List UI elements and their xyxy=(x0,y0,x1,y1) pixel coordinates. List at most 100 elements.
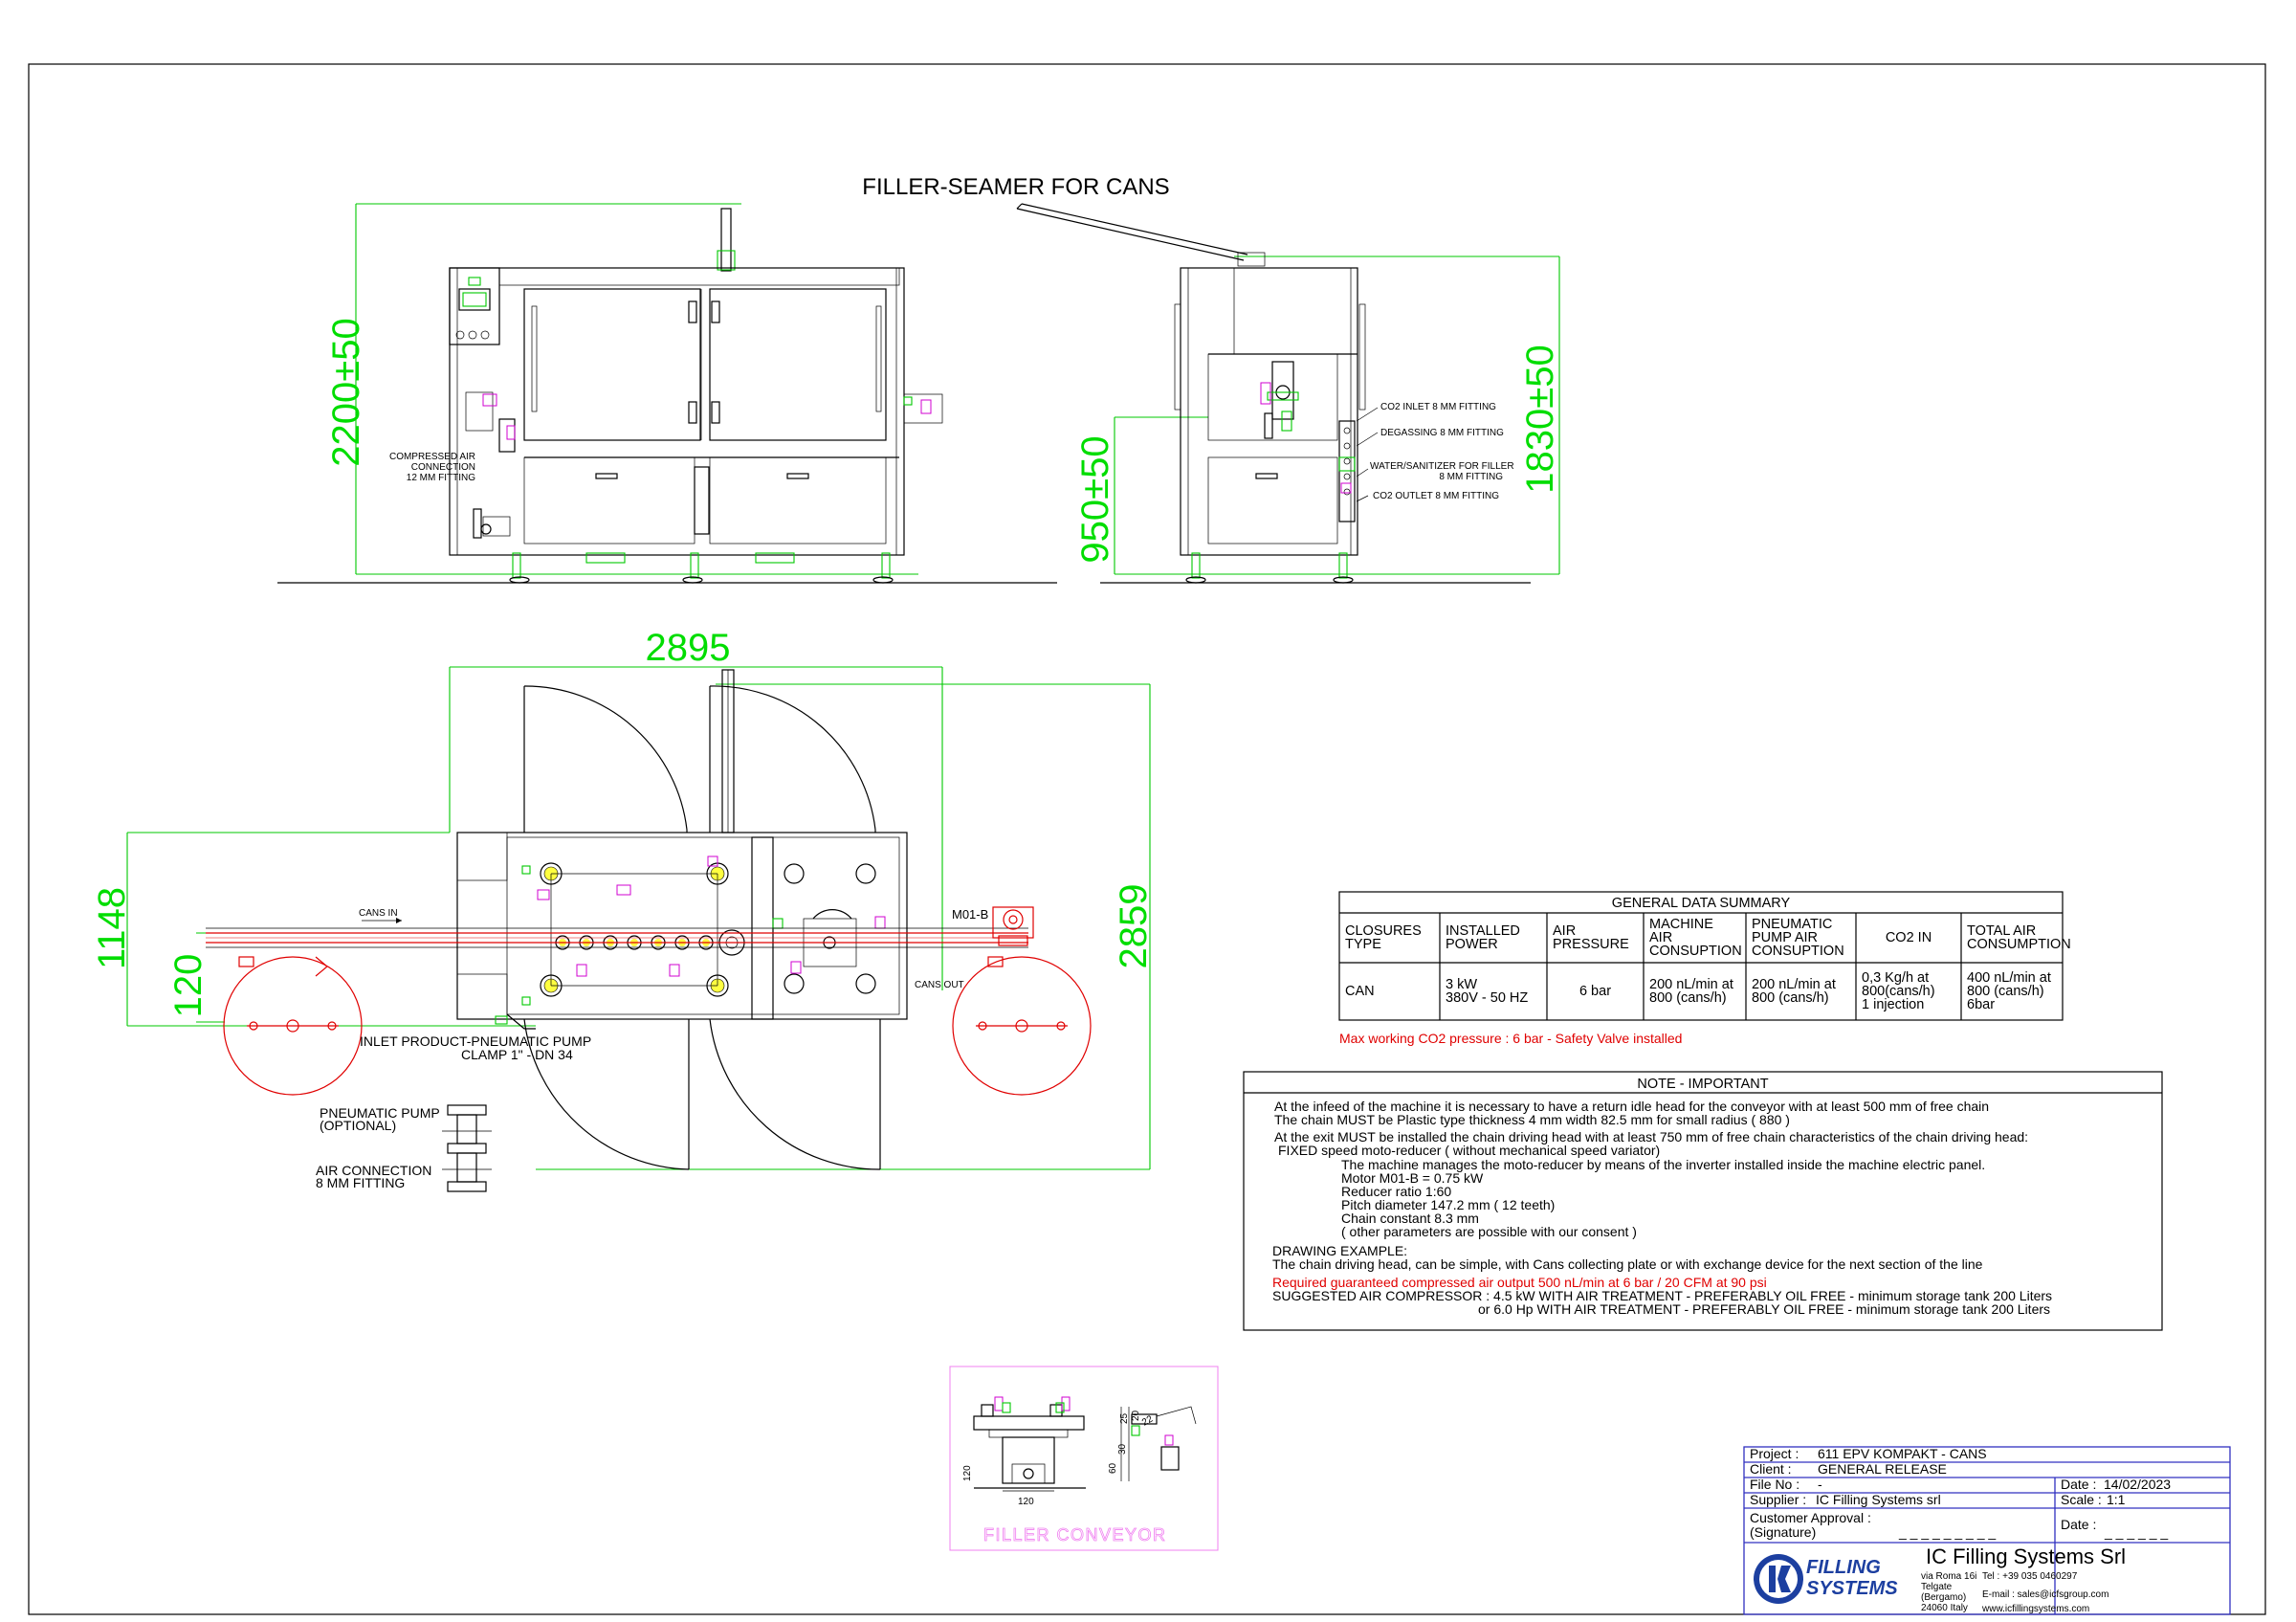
svg-text:Scale :: Scale : xyxy=(2061,1492,2102,1507)
dimension-plan-depth: 2859 xyxy=(1113,884,1155,969)
drawing-title: FILLER-SEAMER FOR CANS xyxy=(862,174,1169,200)
svg-text:PNEUMATIC PUMP: PNEUMATIC PUMP xyxy=(320,1105,440,1121)
svg-text:CANS OUT: CANS OUT xyxy=(915,980,964,990)
header-cell-text: CO2 IN xyxy=(1886,930,1932,945)
header-cell-text: CONSUPTION xyxy=(1752,944,1844,959)
note-line: The machine manages the moto-reducer by … xyxy=(1341,1157,1985,1172)
title-block: Project : 611 EPV KOMPAKT - CANS Client … xyxy=(1743,1446,2231,1615)
svg-text:120: 120 xyxy=(962,1465,973,1481)
value-cell-text: 800(cans/h) xyxy=(1862,984,1935,999)
general-data-table: GENERAL DATA SUMMARY CLOSURESTYPEINSTALL… xyxy=(1338,891,2071,1021)
svg-text:WATER/SANITIZER FOR FILLER: WATER/SANITIZER FOR FILLER xyxy=(1370,461,1514,472)
svg-text:via Roma 16i: via Roma 16i xyxy=(1921,1571,1976,1582)
value-cell-text: 200 nL/min at xyxy=(1649,977,1733,992)
conveyor-detail-labels: 120 120 60 30 25 20 22 FILLER CONVEYOR xyxy=(962,1410,1167,1544)
note-line: Pitch diameter 147.2 mm ( 12 teeth) xyxy=(1341,1197,1555,1212)
note-line: The chain driving head, can be simple, w… xyxy=(1272,1256,1983,1272)
header-cell-text: CONSUMPTION xyxy=(1967,937,2071,952)
svg-text:DEGASSING 8 MM FITTING: DEGASSING 8 MM FITTING xyxy=(1380,428,1504,438)
svg-text:8 MM FITTING: 8 MM FITTING xyxy=(1439,472,1503,482)
svg-text:120: 120 xyxy=(1018,1497,1034,1507)
note-line-red: Required guaranteed compressed air outpu… xyxy=(1272,1275,1767,1290)
svg-text:CANS IN: CANS IN xyxy=(359,908,398,919)
svg-text:E-mail : sales@icfsgroup.com: E-mail : sales@icfsgroup.com xyxy=(1982,1589,2108,1600)
note-line: Motor M01-B = 0.75 kW xyxy=(1341,1170,1484,1186)
svg-text:-: - xyxy=(1818,1477,1822,1492)
filler-conveyor-detail xyxy=(949,1366,1219,1551)
header-cell-text: POWER xyxy=(1446,937,1498,952)
header-cell-text: INSTALLED xyxy=(1446,923,1520,939)
note-line: At the exit MUST be installed the chain … xyxy=(1274,1129,2028,1144)
plan-view xyxy=(126,666,1151,1192)
conveyor-detail-title: FILLER CONVEYOR xyxy=(983,1525,1167,1544)
value-cell-text: 800 (cans/h) xyxy=(1649,990,1727,1006)
svg-text:(Signature): (Signature) xyxy=(1750,1524,1816,1540)
svg-text:CONNECTION: CONNECTION xyxy=(411,462,475,473)
note-title: NOTE - IMPORTANT xyxy=(1637,1077,1768,1092)
header-cell-text: TOTAL AIR xyxy=(1967,923,2036,939)
dimension-plan-inlet: 1148 xyxy=(91,887,133,969)
dimension-side-lower: 950±50 xyxy=(1074,435,1116,563)
svg-text:25: 25 xyxy=(1119,1412,1130,1424)
value-cell-text: 1 injection xyxy=(1862,997,1924,1012)
svg-text:File No :: File No : xyxy=(1750,1477,1799,1492)
front-elevation xyxy=(277,203,1057,584)
svg-text:60: 60 xyxy=(1108,1462,1118,1474)
note-line: The chain MUST be Plastic type thickness… xyxy=(1274,1112,1790,1127)
note-line: At the infeed of the machine it is neces… xyxy=(1274,1099,1989,1114)
value-cell-text: 380V - 50 HZ xyxy=(1446,990,1528,1006)
svg-text:12 MM FITTING: 12 MM FITTING xyxy=(407,473,475,483)
dimension-side-height: 1830±50 xyxy=(1519,344,1561,493)
company-logo: FILLING SYSTEMS xyxy=(1754,1554,1898,1604)
svg-text:www.icfillingsystems.com: www.icfillingsystems.com xyxy=(1981,1604,2089,1614)
note-line: DRAWING EXAMPLE: xyxy=(1272,1243,1407,1258)
co2-warning: Max working CO2 pressure : 6 bar - Safet… xyxy=(1339,1031,1682,1046)
header-cell-text: MACHINE xyxy=(1649,917,1713,932)
note-line: Chain constant 8.3 mm xyxy=(1341,1211,1479,1226)
svg-text:Supplier :: Supplier : xyxy=(1750,1492,1806,1507)
svg-text:8 MM FITTING: 8 MM FITTING xyxy=(316,1175,405,1190)
svg-text:_ _ _ _ _ _ _ _ _: _ _ _ _ _ _ _ _ _ xyxy=(1898,1524,1996,1540)
header-cell-text: TYPE xyxy=(1345,937,1381,952)
value-cell-text: 3 kW xyxy=(1446,977,1477,992)
svg-text:Date :: Date : xyxy=(2061,1517,2096,1532)
svg-text:Tel : +39 035 0460297: Tel : +39 035 0460297 xyxy=(1982,1571,2078,1582)
svg-text:22: 22 xyxy=(1140,1413,1156,1428)
svg-text:(Bergamo): (Bergamo) xyxy=(1921,1592,1966,1603)
compressed-air-label: COMPRESSED AIR CONNECTION 12 MM FITTING xyxy=(389,452,475,483)
header-cell-text: AIR xyxy=(1553,923,1576,939)
note-line: FIXED speed moto-reducer ( without mecha… xyxy=(1278,1143,1660,1158)
svg-text:GENERAL RELEASE: GENERAL RELEASE xyxy=(1818,1461,1947,1477)
header-cell-text: CONSUPTION xyxy=(1649,944,1742,959)
svg-text:COMPRESSED AIR: COMPRESSED AIR xyxy=(389,452,475,462)
dimension-front-height: 2200±50 xyxy=(325,318,367,466)
value-cell-text: 6 bar xyxy=(1579,984,1611,999)
header-cell-text: PRESSURE xyxy=(1553,937,1629,952)
svg-text:FILLING: FILLING xyxy=(1806,1557,1881,1578)
svg-text:Date :: Date : xyxy=(2061,1477,2096,1492)
dimension-plan-width: 2895 xyxy=(646,627,731,669)
svg-text:Project :: Project : xyxy=(1750,1446,1799,1461)
note-line: Reducer ratio 1:60 xyxy=(1341,1184,1451,1199)
svg-text:SYSTEMS: SYSTEMS xyxy=(1806,1578,1898,1599)
value-cell-text: 800 (cans/h) xyxy=(1967,984,2044,999)
header-cell-text: CLOSURES xyxy=(1345,923,1422,939)
svg-text:CLAMP 1" - DN 34: CLAMP 1" - DN 34 xyxy=(461,1047,573,1062)
value-cell-text: 800 (cans/h) xyxy=(1752,990,1829,1006)
note-line: ( other parameters are possible with our… xyxy=(1341,1224,1637,1239)
side-fitting-labels: CO2 INLET 8 MM FITTING DEGASSING 8 MM FI… xyxy=(1370,402,1514,501)
value-cell-text: CAN xyxy=(1345,984,1375,999)
drawing-border xyxy=(28,63,2266,1615)
svg-text:Customer Approval :: Customer Approval : xyxy=(1750,1510,1871,1525)
svg-text:AIR CONNECTION: AIR CONNECTION xyxy=(316,1163,431,1178)
svg-text:IC Filling Systems srl: IC Filling Systems srl xyxy=(1816,1492,1941,1507)
svg-text:_ _ _ _ _ _: _ _ _ _ _ _ xyxy=(2104,1524,2168,1540)
note-box: NOTE - IMPORTANT At the infeed of the ma… xyxy=(1243,1071,2163,1331)
svg-text:Client :: Client : xyxy=(1750,1461,1792,1477)
svg-text:Telgate: Telgate xyxy=(1921,1582,1953,1592)
svg-text:611 EPV KOMPAKT - CANS: 611 EPV KOMPAKT - CANS xyxy=(1818,1446,1987,1461)
value-cell-text: 400 nL/min at xyxy=(1967,970,2051,986)
svg-text:1:1: 1:1 xyxy=(2107,1492,2126,1507)
header-cell-text: PUMP AIR xyxy=(1752,930,1818,945)
